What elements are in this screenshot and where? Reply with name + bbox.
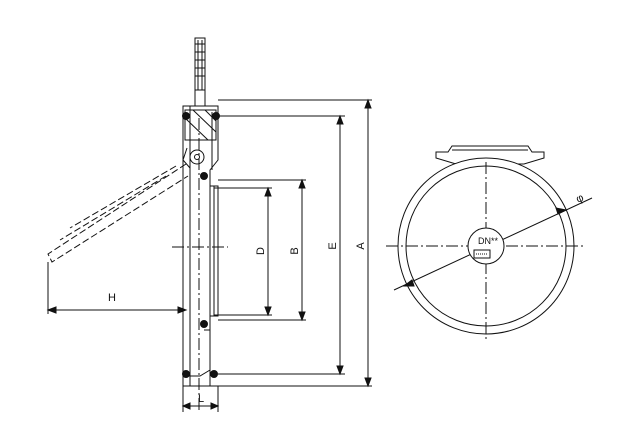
dimension-label-l: L bbox=[198, 393, 204, 405]
front-view-labels: φ DN** bbox=[478, 192, 586, 246]
name-plate bbox=[467, 227, 505, 265]
lifting-lug bbox=[435, 145, 545, 165]
side-view bbox=[46, 37, 372, 412]
dimension-label-a: A bbox=[355, 242, 367, 250]
dimension-label-h: H bbox=[108, 292, 116, 304]
flap-open-position bbox=[47, 163, 189, 263]
hinge-pin bbox=[182, 147, 205, 169]
dimension-label-d: D bbox=[255, 247, 267, 255]
front-view bbox=[386, 145, 593, 340]
dimension-label-b: B bbox=[289, 247, 301, 254]
dimension-lines bbox=[46, 98, 372, 410]
plate-text: DN** bbox=[478, 236, 499, 246]
pipe-socket bbox=[209, 185, 219, 317]
diameter-label: φ bbox=[574, 192, 586, 206]
lifting-stem bbox=[194, 37, 206, 111]
extension-lines bbox=[47, 99, 372, 412]
center-lines bbox=[172, 118, 228, 410]
valve-body bbox=[182, 105, 220, 387]
dimension-label-e: E bbox=[327, 242, 339, 249]
side-view-labels: A E B D H L bbox=[108, 242, 367, 405]
